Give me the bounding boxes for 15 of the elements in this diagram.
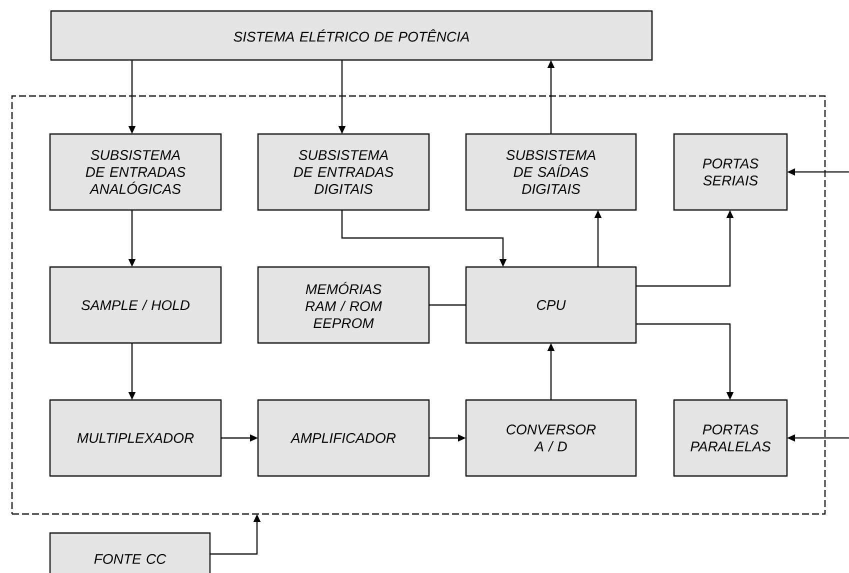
- process-box: CPU: [465, 266, 637, 344]
- process-box: PORTAS PARALELAS: [673, 399, 788, 477]
- process-box: SUBSISTEMA DE ENTRADAS DIGITAIS: [257, 133, 430, 211]
- process-box: AMPLIFICADOR: [257, 399, 430, 477]
- process-box: FONTE CC: [49, 532, 211, 573]
- process-box: MEMÓRIAS RAM / ROM EEPROM: [257, 266, 430, 344]
- process-box: SAMPLE / HOLD: [49, 266, 222, 344]
- process-box: MULTIPLEXADOR: [49, 399, 222, 477]
- process-box: SUBSISTEMA DE SAÍDAS DIGITAIS: [465, 133, 637, 211]
- process-box: SUBSISTEMA DE ENTRADAS ANALÓGICAS: [49, 133, 222, 211]
- process-box: CONVERSOR A / D: [465, 399, 637, 477]
- dashed-frame: [11, 95, 826, 515]
- process-box: SISTEMA ELÉTRICO DE POTÊNCIA: [50, 10, 653, 61]
- process-box: PORTAS SERIAIS: [673, 133, 788, 211]
- connector-line: [429, 304, 466, 306]
